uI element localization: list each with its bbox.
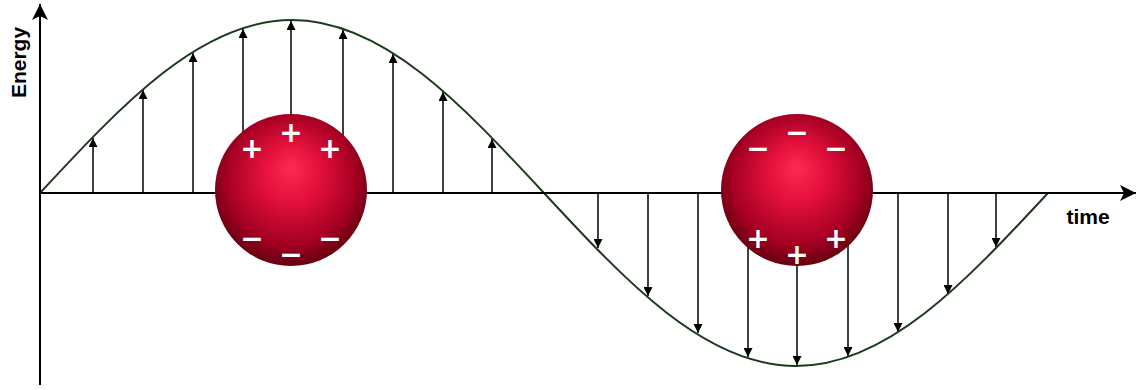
axis-label: Energy (9, 26, 30, 97)
energy-arrow (442, 92, 444, 193)
charge-sign: + (279, 119, 302, 147)
charge-sign: − (746, 135, 769, 163)
charge-sphere: +++−−− (214, 113, 368, 267)
y-axis (39, 4, 41, 385)
charge-sign: + (240, 135, 263, 163)
charge-sphere: −−−+++ (720, 113, 874, 267)
energy-arrow (491, 139, 493, 193)
charge-sign: − (279, 241, 302, 269)
x-axis (40, 192, 1136, 194)
charge-sign: + (746, 225, 769, 253)
energy-arrow (92, 138, 94, 193)
axis-label: time (1066, 206, 1109, 227)
charge-sign: − (824, 135, 847, 163)
energy-arrow (897, 193, 899, 332)
charge-sign: − (318, 225, 341, 253)
charge-sign: + (318, 135, 341, 163)
energy-arrow (995, 193, 997, 247)
energy-arrow (597, 193, 599, 248)
charge-sign: + (785, 241, 808, 269)
energy-arrow (142, 90, 144, 193)
energy-arrow (697, 193, 699, 333)
energy-arrow (192, 53, 194, 193)
charge-sign: − (240, 225, 263, 253)
energy-arrow (647, 193, 649, 296)
energy-arrow (392, 54, 394, 193)
charge-sign: − (785, 119, 808, 147)
energy-arrow (947, 193, 949, 294)
charge-sign: + (824, 225, 847, 253)
